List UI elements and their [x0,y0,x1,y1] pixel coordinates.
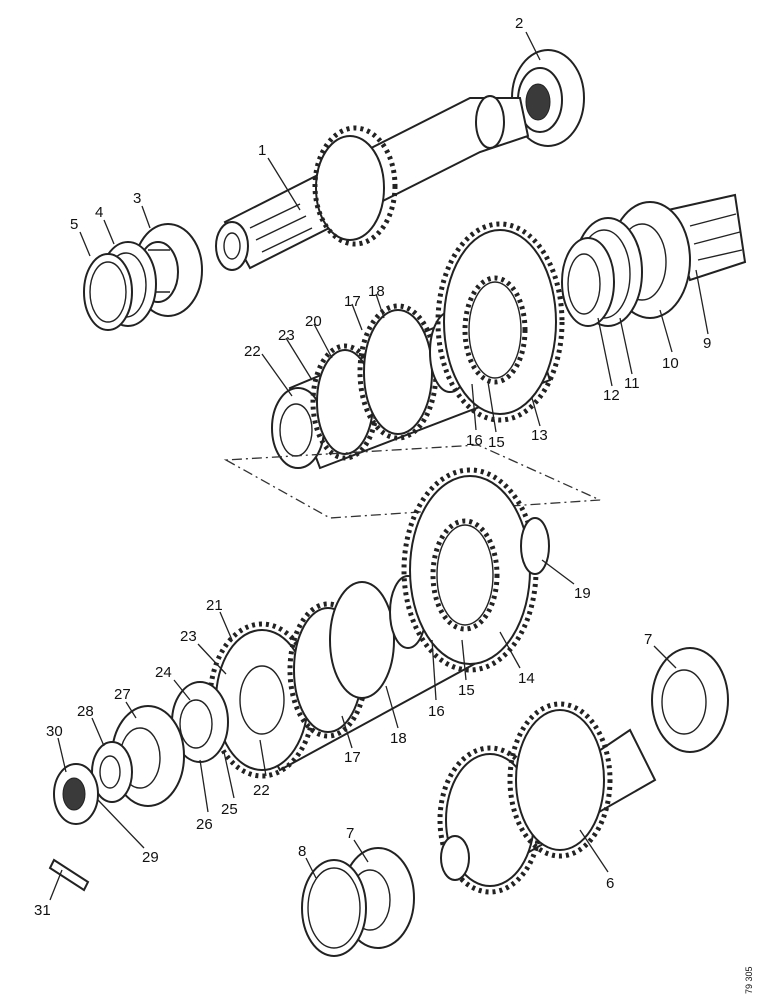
callout-19: 19 [574,585,591,602]
callout-12: 12 [603,387,620,404]
callout-27: 27 [114,686,131,703]
callout-20: 20 [305,313,322,330]
lower-layshaft-assembly [207,467,550,779]
part-5-circlip [83,253,133,331]
callout-1: 1 [258,142,266,159]
callout-7-upper: 7 [644,631,652,648]
callout-2: 2 [515,15,523,32]
part-7-bearing-upper [651,647,729,753]
callout-24: 24 [155,664,172,681]
callout-21: 21 [206,597,223,614]
callout-6: 6 [606,875,614,892]
callout-8: 8 [298,843,306,860]
callout-18-upper: 18 [368,283,385,300]
callout-23-upper: 23 [278,327,295,344]
callout-22-lower: 22 [253,782,270,799]
callout-31: 31 [34,902,51,919]
callout-labels: 1 2 3 4 5 6 7 7 8 9 10 11 12 13 14 15 15… [34,15,711,919]
callout-23-lower: 23 [180,628,197,645]
callout-10: 10 [662,355,679,372]
callout-17-lower: 17 [344,749,361,766]
callout-3: 3 [133,190,141,207]
callout-17-upper: 17 [344,293,361,310]
callout-15-lower: 15 [458,682,475,699]
assembly-link-line [223,444,601,519]
part-6-cluster-gear [437,701,657,895]
callout-30: 30 [46,723,63,740]
callout-18-lower: 18 [390,730,407,747]
callout-22-upper: 22 [244,343,261,360]
callout-16-upper: 16 [466,432,483,449]
part-1-input-shaft [215,95,530,271]
callout-26: 26 [196,816,213,833]
reference-code: 79 305 [744,966,754,994]
callout-29: 29 [142,849,159,866]
upper-layshaft-assembly [271,221,565,470]
part-2-bearing [511,49,585,147]
callout-28: 28 [77,703,94,720]
part-8-shim [301,859,367,957]
leader-lines [49,31,709,901]
callout-4: 4 [95,204,103,221]
callout-13: 13 [531,427,548,444]
callout-9: 9 [703,335,711,352]
callout-15-upper: 15 [488,434,505,451]
callout-11: 11 [624,375,640,392]
callout-25: 25 [221,801,238,818]
callout-16-lower: 16 [428,703,445,720]
part-31-pin [48,858,90,892]
part-12-spacer [561,237,615,327]
part-30-nut [53,763,99,825]
callout-5: 5 [70,216,78,233]
callout-14: 14 [518,670,535,687]
callout-7-lower: 7 [346,825,354,842]
